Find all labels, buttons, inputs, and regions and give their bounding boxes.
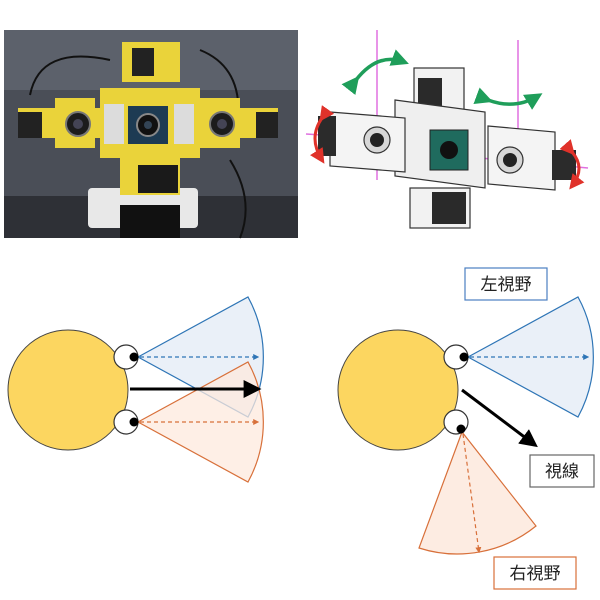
right-eye-axis-2 [462,433,482,554]
robot-photo [4,30,298,239]
label-box-gaze: 視線 [529,454,595,488]
gaze-arrow-2 [461,388,538,448]
head-circle-2 [337,329,459,451]
right-fov-sector [136,361,264,483]
label-box-left-view: 左視野 [464,267,548,301]
rotation-arrow-right-roll [559,139,585,190]
diagram-parallel-gaze [7,296,264,483]
label-gaze: 視線 [545,462,579,482]
rotation-arrow-left-roll [310,105,335,164]
label-right-view: 右視野 [510,564,561,584]
diagram-divergent-gaze [337,296,594,555]
head-circle [7,329,129,451]
rotation-arrow-right-yaw [473,87,543,110]
label-box-right-view: 右視野 [493,556,577,590]
right-fov-sector-2 [418,430,537,555]
rotation-arrow-left-yaw [341,49,409,96]
cad-rendering [305,30,589,229]
label-left-view: 左視野 [481,275,532,295]
left-fov-sector-2 [466,296,594,418]
